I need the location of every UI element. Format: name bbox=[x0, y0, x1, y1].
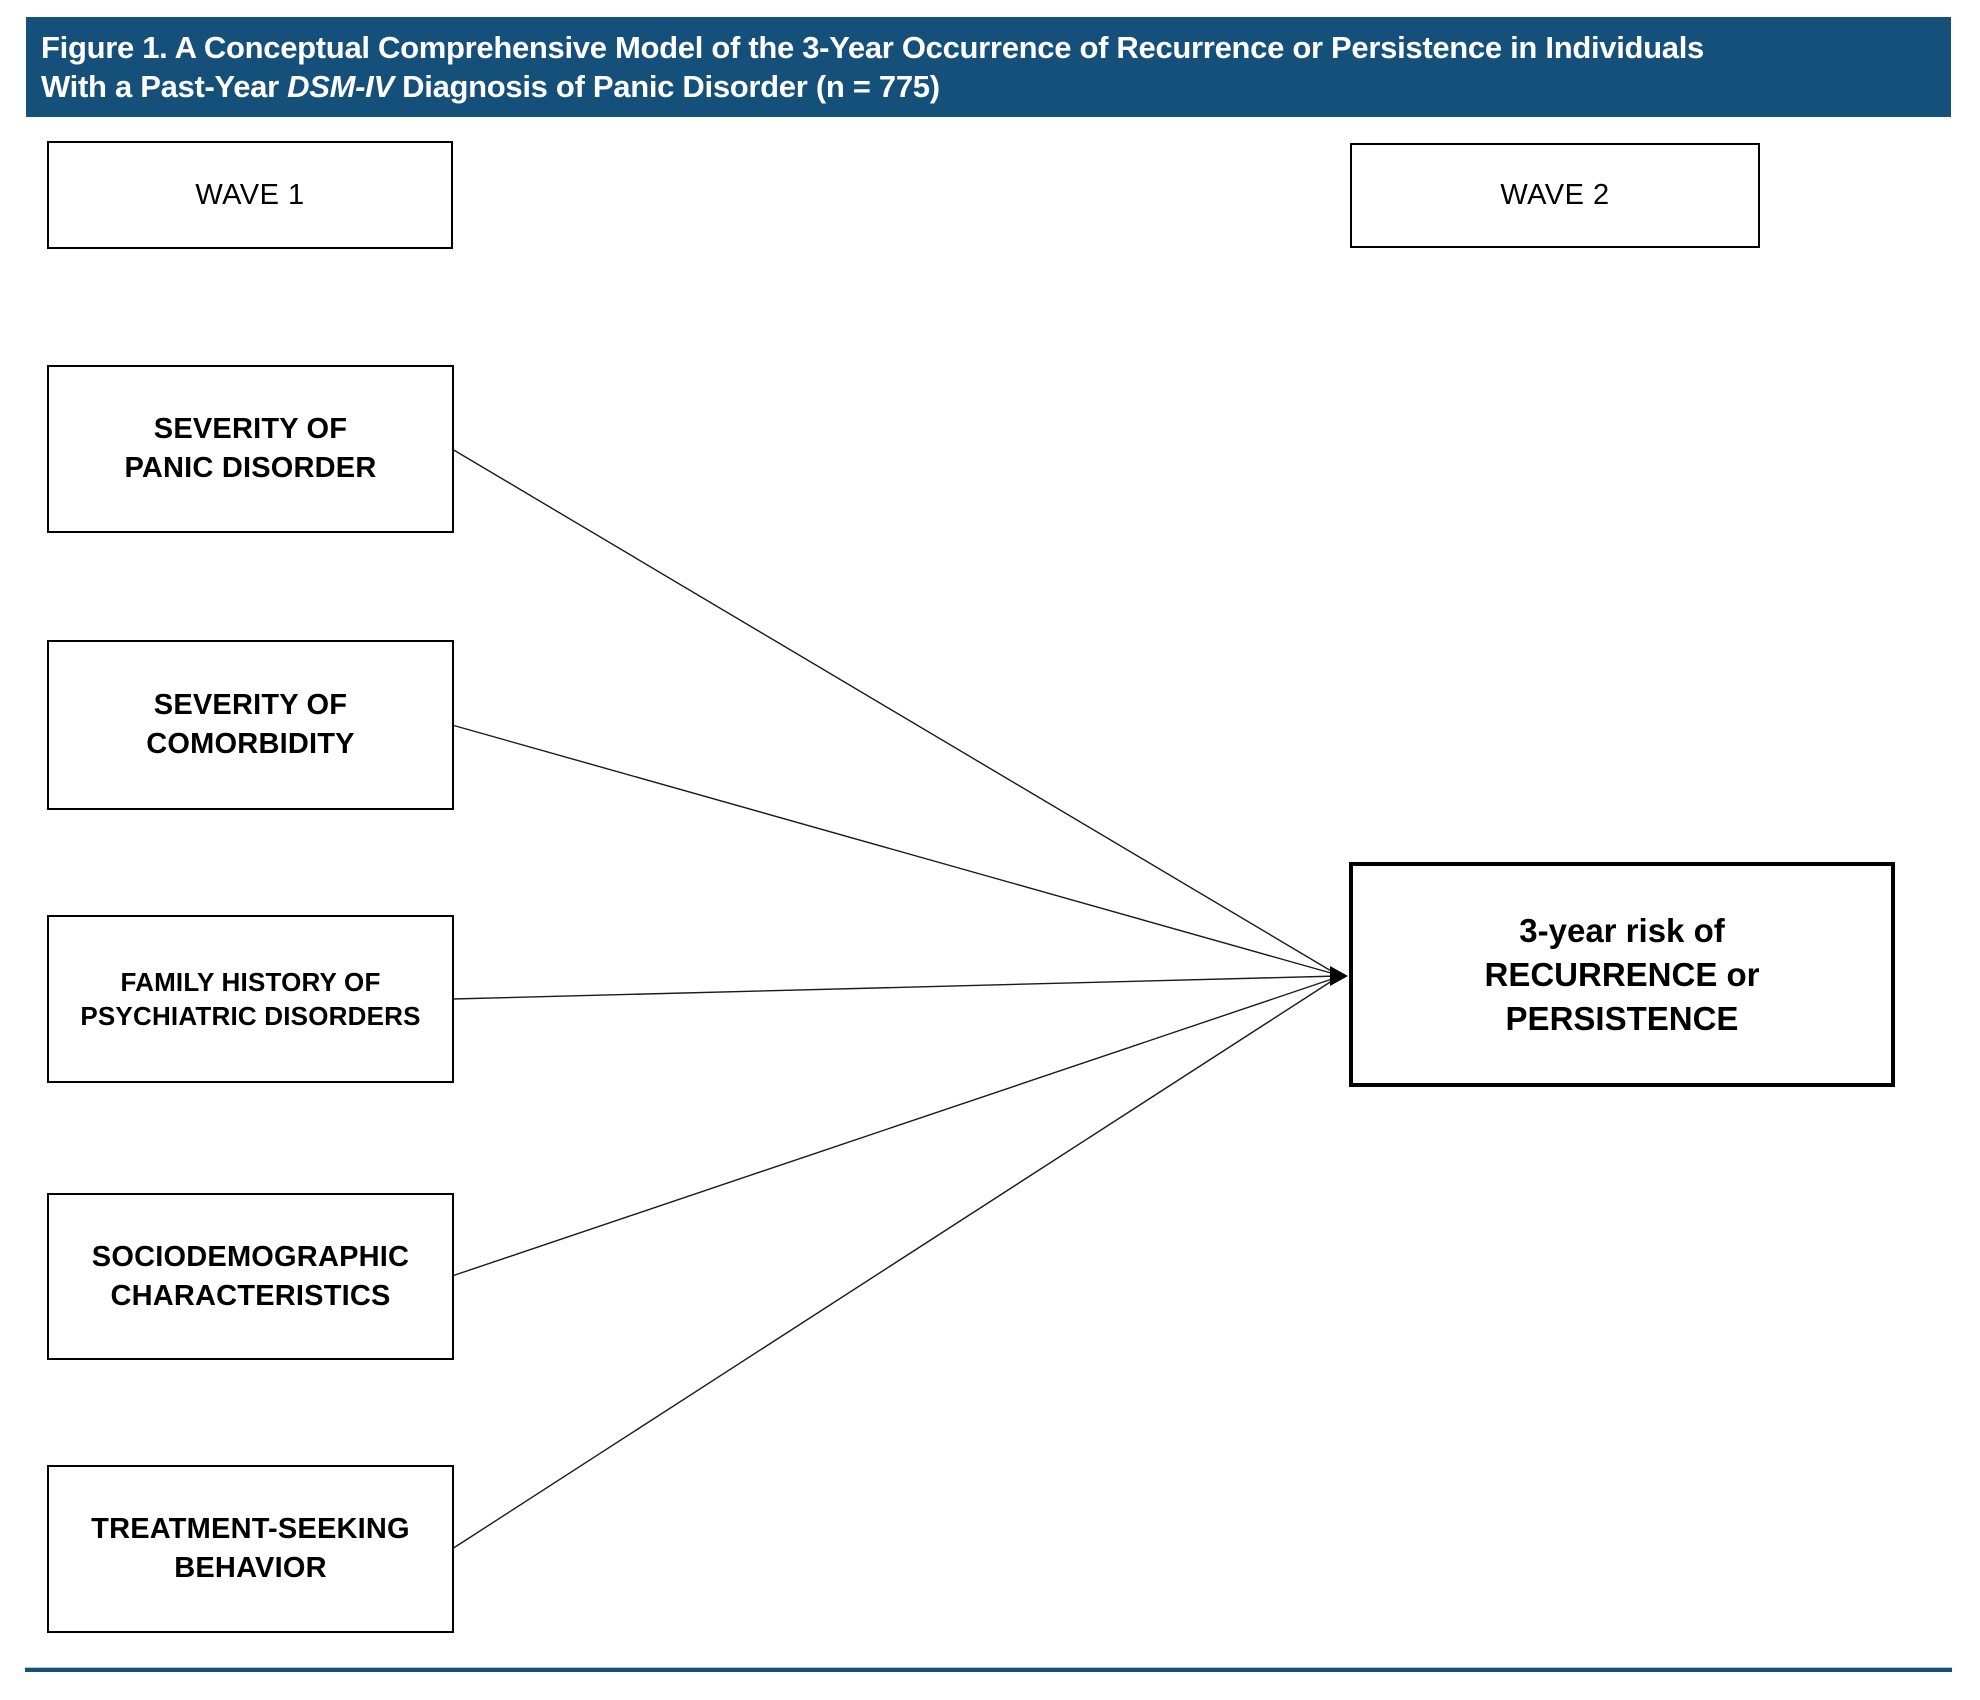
connector-treatment-seeking bbox=[451, 976, 1339, 1550]
predictor-label-line: COMORBIDITY bbox=[146, 728, 355, 760]
outcome-label-line: RECURRENCE or bbox=[1484, 955, 1760, 993]
outcome-box-3-year-risk: 3-year risk of RECURRENCE or PERSISTENCE bbox=[1349, 862, 1895, 1087]
title-line2-dsm-iv: DSM-IV bbox=[287, 69, 394, 104]
predictor-label-line: BEHAVIOR bbox=[174, 1552, 327, 1584]
arrow-head-icon bbox=[1330, 966, 1348, 986]
predictor-box-severity-of-comorbidity: SEVERITY OF COMORBIDITY bbox=[47, 640, 454, 810]
predictor-label-line: SEVERITY OF bbox=[153, 689, 348, 721]
predictor-label-line: PSYCHIATRIC DISORDERS bbox=[80, 1001, 421, 1031]
wave2-box: WAVE 2 bbox=[1350, 143, 1760, 248]
predictor-label-line: CHARACTERISTICS bbox=[110, 1279, 391, 1312]
figure-title-line2: With a Past-Year DSM-IV Diagnosis of Pan… bbox=[41, 67, 1951, 106]
connector-sociodemographic bbox=[451, 976, 1339, 1277]
figure-title-line1: Figure 1. A Conceptual Comprehensive Mod… bbox=[41, 30, 1704, 65]
predictor-box-treatment-seeking: TREATMENT-SEEKING BEHAVIOR bbox=[47, 1465, 454, 1633]
predictor-box-severity-of-panic-disorder: SEVERITY OF PANIC DISORDER bbox=[47, 365, 454, 533]
predictor-label-line: FAMILY HISTORY OF bbox=[120, 967, 381, 997]
title-line2-suffix: Diagnosis of Panic Disorder (n = 775) bbox=[393, 69, 940, 104]
connector-family-history bbox=[451, 975, 1339, 1000]
wave1-label: WAVE 1 bbox=[195, 178, 305, 211]
predictor-box-sociodemographic: SOCIODEMOGRAPHIC CHARACTERISTICS bbox=[47, 1193, 454, 1360]
predictor-label-line: PANIC DISORDER bbox=[124, 452, 377, 484]
outcome-label-line: PERSISTENCE bbox=[1505, 999, 1739, 1037]
wave1-box: WAVE 1 bbox=[47, 141, 453, 249]
figure-title-bar: Figure 1. A Conceptual Comprehensive Mod… bbox=[26, 17, 1951, 117]
connector-severity-comorbidity bbox=[451, 724, 1339, 976]
predictor-box-family-history: FAMILY HISTORY OF PSYCHIATRIC DISORDERS bbox=[47, 915, 454, 1083]
bottom-divider bbox=[25, 1667, 1952, 1672]
wave2-label: WAVE 2 bbox=[1500, 179, 1610, 211]
predictor-label-line: TREATMENT-SEEKING bbox=[91, 1513, 410, 1545]
predictor-label-line: SOCIODEMOGRAPHIC bbox=[91, 1240, 410, 1273]
connector-severity-panic bbox=[451, 448, 1339, 976]
predictor-label-line: SEVERITY OF bbox=[153, 413, 348, 445]
outcome-label-line: 3-year risk of bbox=[1519, 911, 1725, 949]
title-line2-prefix: With a Past-Year bbox=[41, 69, 288, 104]
